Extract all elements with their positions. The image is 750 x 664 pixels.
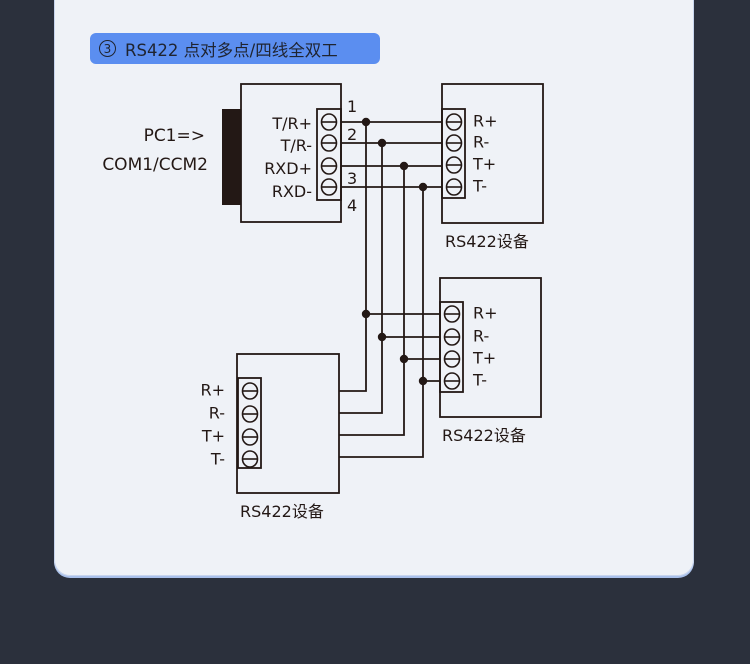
device-2-terminal-block (439, 301, 464, 393)
junction-dot (361, 309, 371, 319)
device-3-terminal-label: T+ (201, 427, 225, 446)
device-1-terminal-label: T- (472, 177, 487, 196)
screw-terminal-icon (445, 113, 463, 131)
device-1-terminal-label: R- (473, 133, 489, 152)
device-1-name: RS422设备 (445, 232, 529, 251)
device-1-terminal-label: T+ (472, 155, 496, 174)
db9-connector (222, 109, 241, 205)
screw-terminal-icon (241, 428, 259, 446)
junction-dot (377, 332, 387, 342)
screw-terminal-icon (241, 382, 259, 400)
pc-label-line2: COM1/CCM2 (102, 155, 208, 175)
device-1-terminal-block (441, 108, 466, 199)
pc-terminal-block (316, 108, 342, 201)
junction-dot (418, 182, 428, 192)
screw-terminal-icon (443, 350, 461, 368)
junction-dot (361, 117, 371, 127)
section-title: RS422 点对多点/四线全双工 (125, 40, 338, 60)
device-2-terminal-label: T- (472, 371, 487, 390)
pc-terminal-label: T/R- (280, 136, 312, 155)
device-3-terminal-block (237, 377, 262, 469)
bus-wire-4 (339, 187, 424, 458)
bus-wire-1 (339, 122, 367, 392)
screw-terminal-icon (443, 305, 461, 323)
junction-dot (377, 138, 387, 148)
junction-dot (418, 376, 428, 386)
content-card (54, 0, 694, 576)
device-2-name: RS422设备 (442, 426, 526, 445)
pc-label-line1: PC1=> (144, 126, 205, 146)
pin-number: 1 (347, 97, 357, 116)
junction-dot (399, 354, 409, 364)
device-2-terminal-label: R- (473, 327, 489, 346)
pc-terminal-label: RXD+ (264, 159, 312, 178)
screw-terminal-icon (445, 156, 463, 174)
screw-terminal-icon (445, 178, 463, 196)
screw-terminal-icon (241, 450, 259, 468)
screw-terminal-icon (241, 405, 259, 423)
device-3-name: RS422设备 (240, 502, 324, 521)
bus-wire-3 (339, 166, 405, 436)
device-1-box (441, 83, 544, 224)
pin-number: 3 (347, 169, 357, 188)
device-2-terminal-label: T+ (472, 349, 496, 368)
screw-terminal-icon (320, 113, 338, 131)
screw-terminal-icon (443, 328, 461, 346)
pc-terminal-label: T/R+ (271, 114, 312, 133)
screw-terminal-icon (320, 157, 338, 175)
device-3-terminal-label: R- (209, 404, 225, 423)
pin-number: 2 (347, 125, 357, 144)
pc-terminal-label: RXD- (272, 182, 312, 201)
bus-wire-2 (339, 143, 383, 414)
screw-terminal-icon (443, 372, 461, 390)
screw-terminal-icon (445, 134, 463, 152)
junction-dot (399, 161, 409, 171)
pin-number: 4 (347, 196, 357, 215)
circled-number: 3 (99, 40, 116, 57)
device-3-terminal-label: R+ (200, 381, 225, 400)
section-title-badge: 3 RS422 点对多点/四线全双工 (90, 33, 380, 64)
screw-terminal-icon (320, 178, 338, 196)
screw-terminal-icon (320, 134, 338, 152)
device-3-box (236, 353, 340, 494)
device-2-box (439, 277, 542, 418)
device-3-terminal-label: T- (210, 450, 225, 469)
device-1-terminal-label: R+ (473, 112, 498, 131)
device-2-terminal-label: R+ (473, 304, 498, 323)
